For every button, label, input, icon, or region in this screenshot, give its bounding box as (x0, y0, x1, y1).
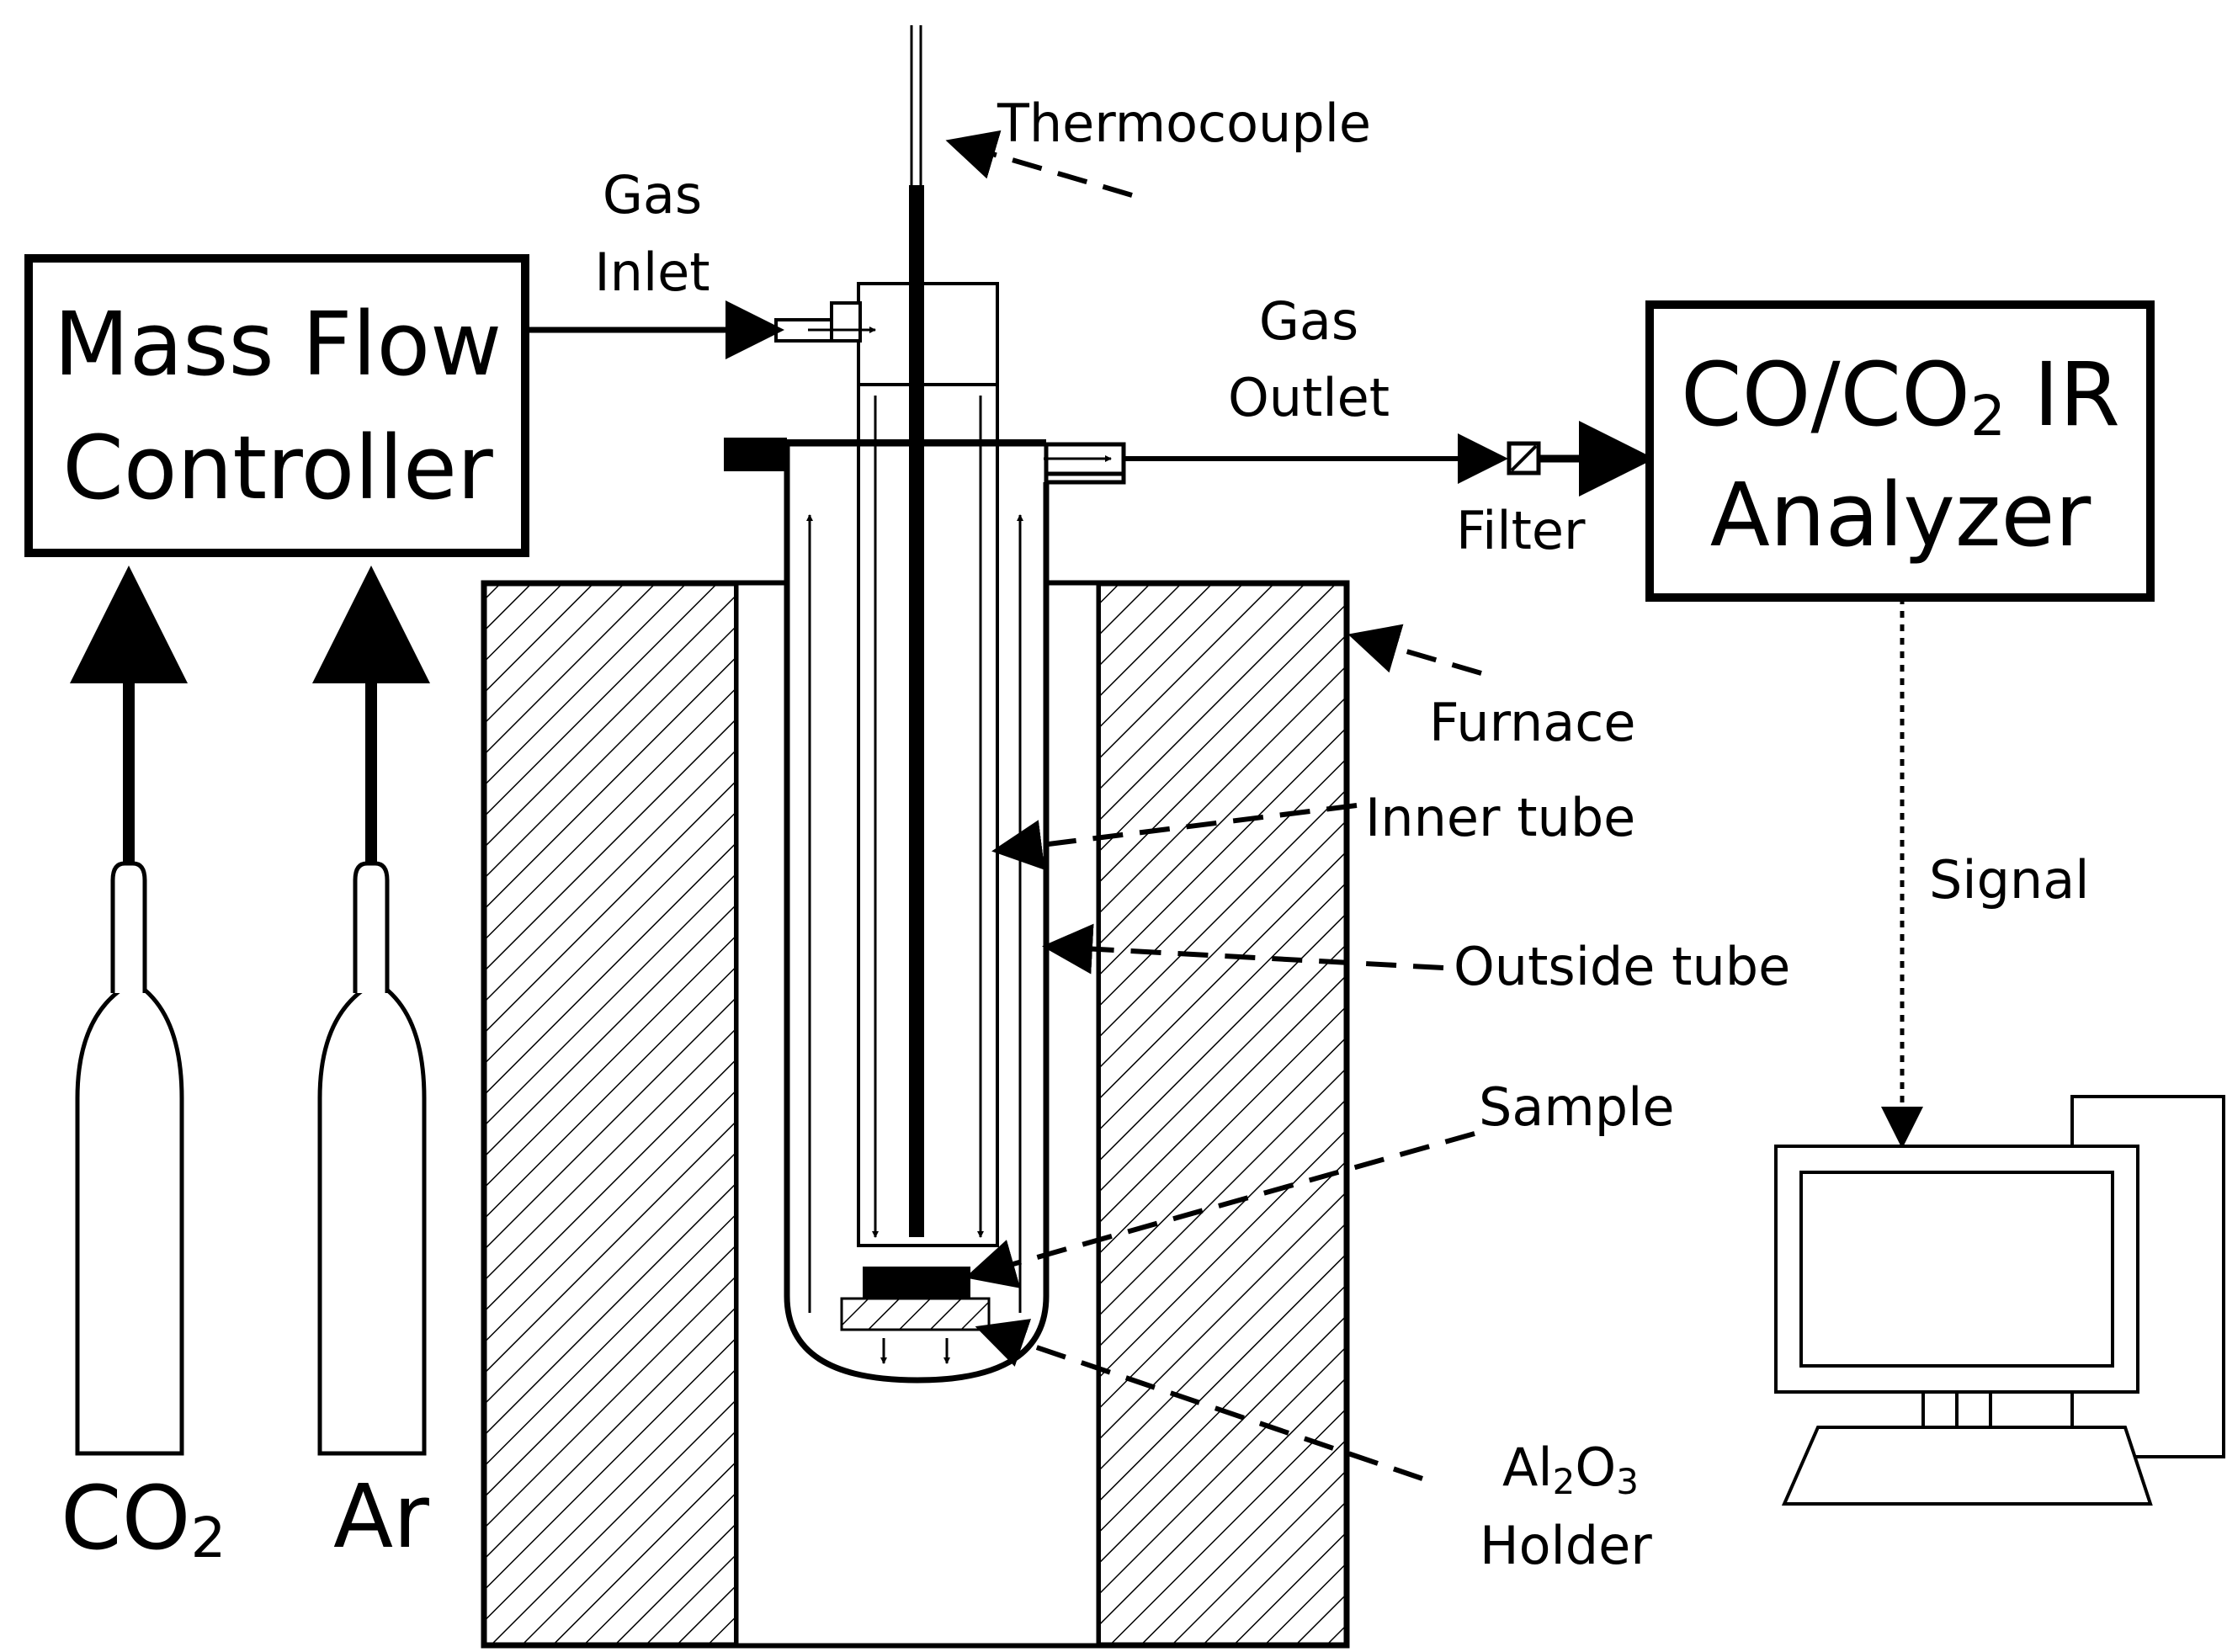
analyzer-label-line2: Analyzer (1710, 464, 2091, 566)
holder-label-line1: Al2O3 (1502, 1437, 1639, 1502)
signal-label: Signal (1929, 849, 2089, 911)
thermocouple (909, 25, 924, 1237)
gas-outlet-label-line2: Outlet (1228, 367, 1390, 428)
inner-tube-leader (991, 803, 1358, 870)
co2-cylinder-label: CO2 (61, 1467, 226, 1570)
sample-label: Sample (1479, 1076, 1674, 1138)
sample (863, 1267, 970, 1299)
furnace-leader (1347, 624, 1482, 676)
gas-outlet-label-line1: Gas (1259, 290, 1358, 352)
outside-tube-label: Outside tube (1454, 936, 1790, 997)
co2-cylinder (75, 861, 184, 1456)
mfc-label-line2: Controller (62, 417, 493, 519)
mass-flow-controller-box: Mass Flow Controller (24, 254, 529, 557)
gas-inlet-label-line1: Gas (603, 164, 702, 226)
filter-label: Filter (1456, 500, 1586, 561)
thermocouple-label: Thermocouple (997, 93, 1371, 154)
furnace-label: Furnace (1429, 692, 1636, 753)
co-co2-ir-analyzer-box: CO/CO2 IR Analyzer (1645, 300, 2155, 602)
ar-cylinder (317, 861, 427, 1456)
thermocouple-leader (945, 130, 1133, 198)
holder-leader (975, 1319, 1423, 1481)
filter-icon (1507, 441, 1541, 475)
gas-inlet-label-line2: Inlet (594, 242, 710, 303)
computer-icon (1774, 1095, 2225, 1506)
mfc-label-line1: Mass Flow (54, 293, 502, 396)
ar-cylinder-label: Ar (333, 1465, 429, 1568)
outside-tube-leader (1042, 923, 1444, 975)
inner-tube-label: Inner tube (1365, 787, 1635, 848)
holder-label-line2: Holder (1480, 1515, 1652, 1576)
al2o3-holder (840, 1297, 991, 1331)
gas-inlet-port (774, 301, 862, 343)
leader-lines (945, 130, 1482, 1481)
analyzer-label-line1: CO/CO2 IR (1681, 343, 2120, 449)
flow-arrows (806, 396, 1023, 1364)
sample-leader (965, 1131, 1475, 1288)
